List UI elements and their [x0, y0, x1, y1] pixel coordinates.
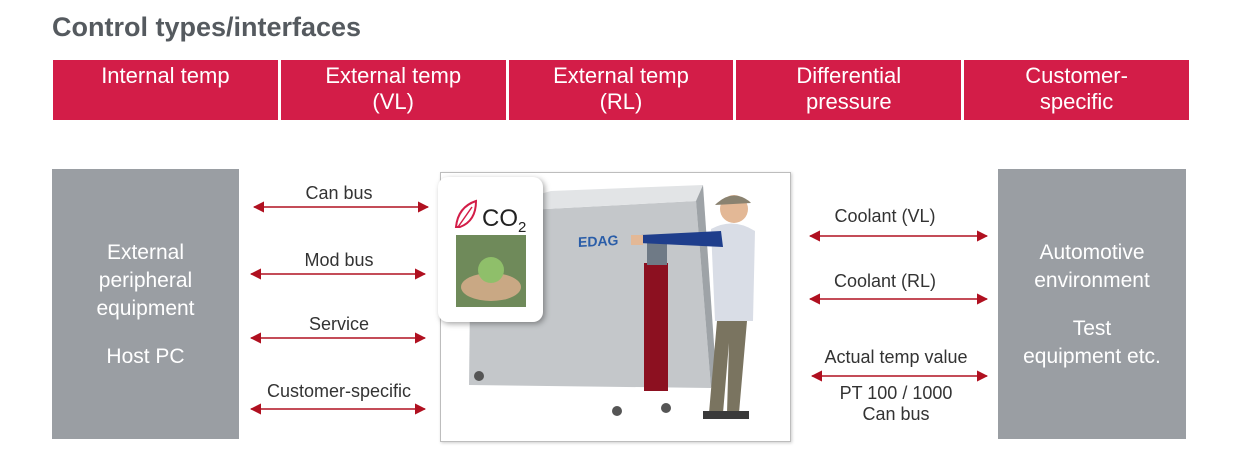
link-label-coolant-rl: Coolant (RL): [833, 271, 937, 291]
cabinet-display: [647, 241, 667, 265]
link-label-actual-temp: Actual temp value: [824, 347, 968, 367]
co2-badge: CO2: [438, 177, 543, 322]
link-label-mod-bus: Mod bus: [304, 250, 374, 270]
tab-external-temp-rl: External temp (RL): [508, 60, 734, 120]
cabinet-red-strip: [644, 263, 668, 391]
tab-internal-temp: Internal temp: [53, 60, 278, 120]
link-label-can-bus-right: Can bus: [862, 404, 930, 424]
link-label-customer-specific: Customer-specific: [266, 381, 412, 401]
link-label-can-bus: Can bus: [305, 183, 373, 203]
right-box-line-2: environment: [1034, 269, 1150, 292]
left-box-line-3: equipment: [96, 297, 195, 320]
automotive-environment-box: Automotive environment Test equipment et…: [998, 169, 1186, 439]
link-label-service: Service: [308, 314, 370, 334]
link-label-pt100: PT 100 / 1000: [839, 383, 953, 403]
co2-label: CO2: [482, 205, 527, 236]
external-peripheral-box: External peripheral equipment Host PC: [52, 169, 239, 439]
person-shoe-left: [703, 411, 727, 419]
co2-illustration: [454, 199, 526, 307]
tab-differential-pressure: Differential pressure: [736, 60, 962, 120]
wheel-mid: [612, 406, 622, 416]
page-title: Control types/interfaces: [52, 12, 362, 42]
tab-external-temp-vl: External temp (VL): [280, 60, 506, 120]
plant-globe: [478, 257, 504, 283]
link-label-coolant-vl: Coolant (VL): [834, 206, 936, 226]
control-type-tabs: Internal temp External temp (VL) Externa…: [53, 60, 1189, 120]
hands-shape: [461, 273, 521, 301]
person-arm: [639, 231, 723, 247]
left-box-line-4: Host PC: [106, 345, 185, 368]
right-box-line-1: Automotive: [1039, 241, 1145, 264]
person-legs: [709, 321, 747, 413]
edag-logo: EDAG: [578, 231, 619, 251]
right-box-line-4: equipment etc.: [1023, 345, 1161, 368]
tab-customer-specific: Customer- specific: [964, 60, 1189, 120]
person-cap: [715, 195, 751, 205]
wheel-left: [474, 371, 484, 381]
leaf-icon: [454, 199, 478, 228]
wheel-right: [661, 403, 671, 413]
left-box-line-1: External: [106, 241, 185, 264]
person-hand: [631, 235, 643, 245]
left-box-line-2: peripheral: [98, 269, 193, 292]
person-torso: [711, 223, 755, 321]
right-box-line-3: Test: [1072, 317, 1112, 340]
person-shoe-right: [727, 411, 749, 419]
